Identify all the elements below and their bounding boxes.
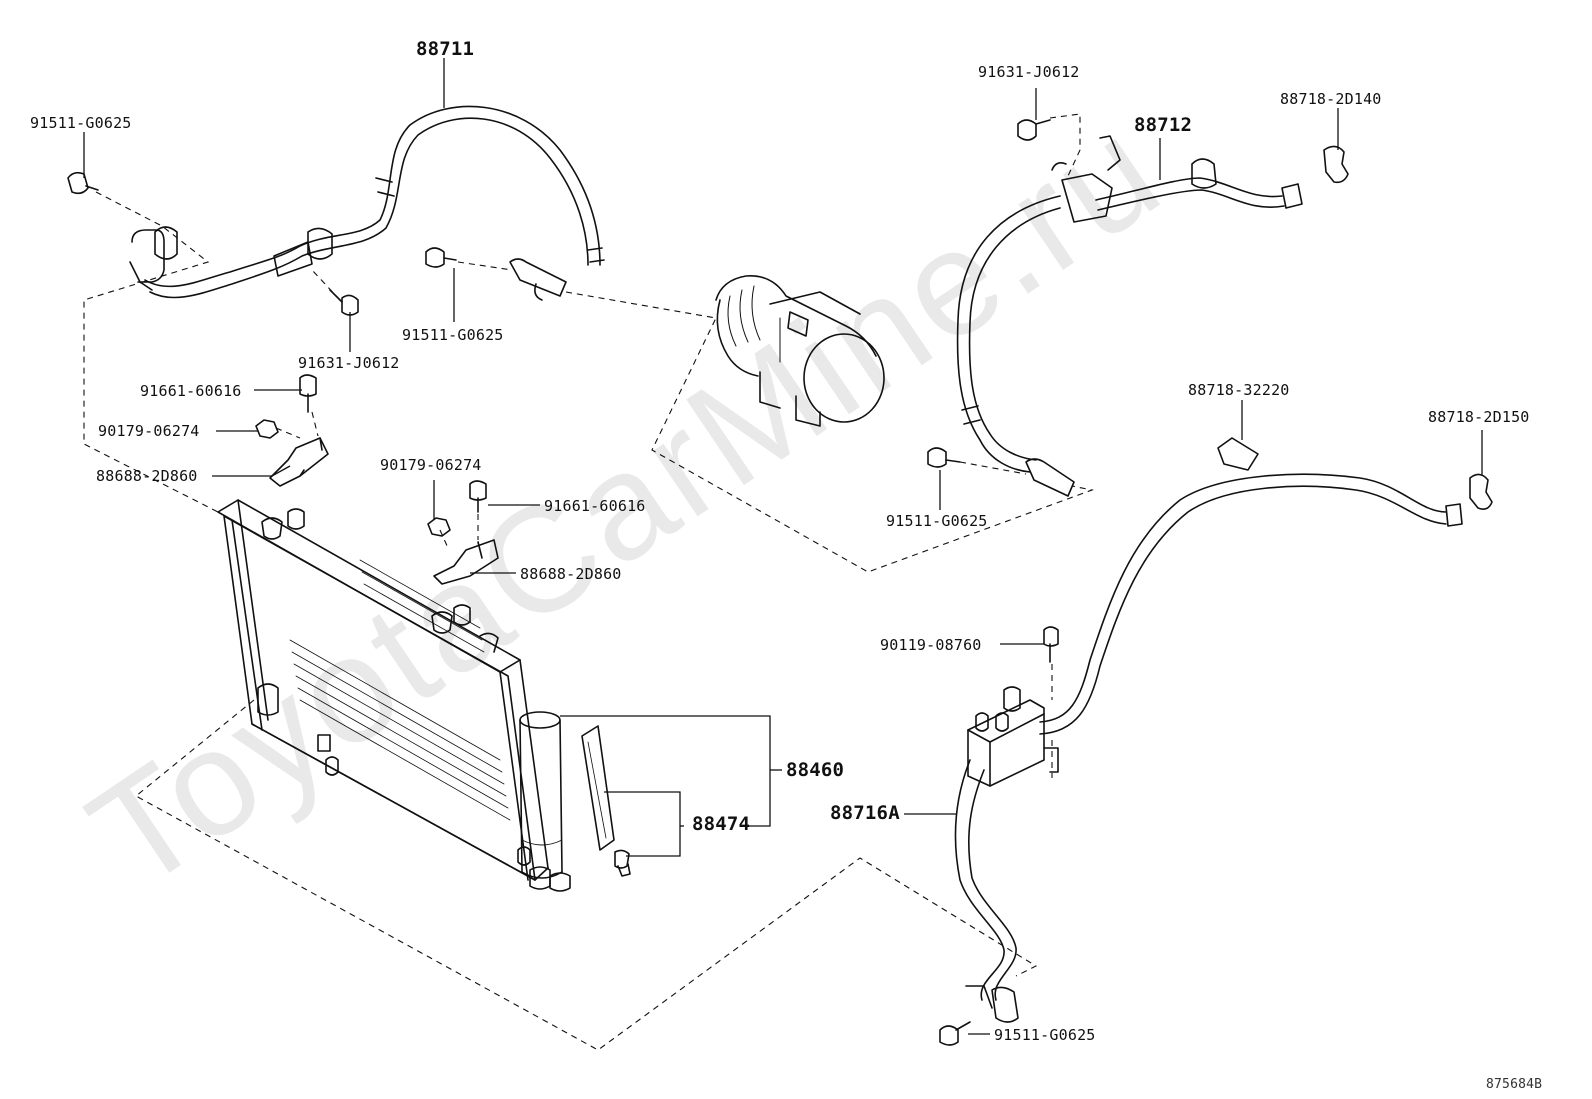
clip-2d150 — [1469, 473, 1493, 510]
label-bolt-top-left[interactable]: 91511-G0625 — [30, 114, 132, 132]
bracket-left — [269, 437, 329, 487]
label-clip-2d150[interactable]: 88718-2D150 — [1428, 408, 1530, 426]
label-bracket-mid[interactable]: 88688-2D860 — [520, 565, 622, 583]
diagram-id: 875684B — [1486, 1077, 1543, 1092]
drier-filter — [581, 725, 631, 877]
bracket-mid — [433, 539, 499, 585]
label-bolt-mid[interactable]: 91661-60616 — [544, 497, 646, 515]
label-bolt-compressor-left[interactable]: 91511-G0625 — [402, 326, 504, 344]
liquid-tube — [954, 473, 1463, 1023]
receiver-drier — [519, 711, 563, 879]
label-hose-suction[interactable]: 88712 — [1134, 114, 1193, 136]
label-bolt-compressor-right[interactable]: 91511-G0625 — [886, 512, 988, 530]
discharge-hose — [129, 105, 605, 301]
label-hose-discharge[interactable]: 88711 — [416, 38, 475, 60]
label-nut-left[interactable]: 90179-06274 — [98, 422, 200, 440]
suction-hose — [956, 135, 1303, 497]
label-nut-mid[interactable]: 90179-06274 — [380, 456, 482, 474]
bolts — [67, 119, 1059, 1046]
leader-lines — [83, 58, 1483, 1035]
clip-2d140 — [1323, 145, 1349, 184]
ac-compressor — [715, 275, 885, 427]
label-drier[interactable]: 88460 — [786, 759, 845, 781]
assembly-lines — [83, 113, 1095, 1051]
label-bolt-block[interactable]: 90119-08760 — [880, 636, 982, 654]
label-bracket-left[interactable]: 88688-2D860 — [96, 467, 198, 485]
label-filter[interactable]: 88474 — [692, 813, 751, 835]
label-clip-32220[interactable]: 88718-32220 — [1188, 381, 1290, 399]
label-clip-2d140[interactable]: 88718-2D140 — [1280, 90, 1382, 108]
clip-32220 — [1217, 437, 1259, 471]
label-bolt-bracket-left[interactable]: 91661-60616 — [140, 382, 242, 400]
label-bolt-bottom[interactable]: 91511-G0625 — [994, 1026, 1096, 1044]
label-tube-liquid[interactable]: 88716A — [830, 802, 900, 824]
condenser — [217, 499, 571, 892]
label-bolt-clamp-left[interactable]: 91631-J0612 — [298, 354, 400, 372]
label-bolt-top-right[interactable]: 91631-J0612 — [978, 63, 1080, 81]
